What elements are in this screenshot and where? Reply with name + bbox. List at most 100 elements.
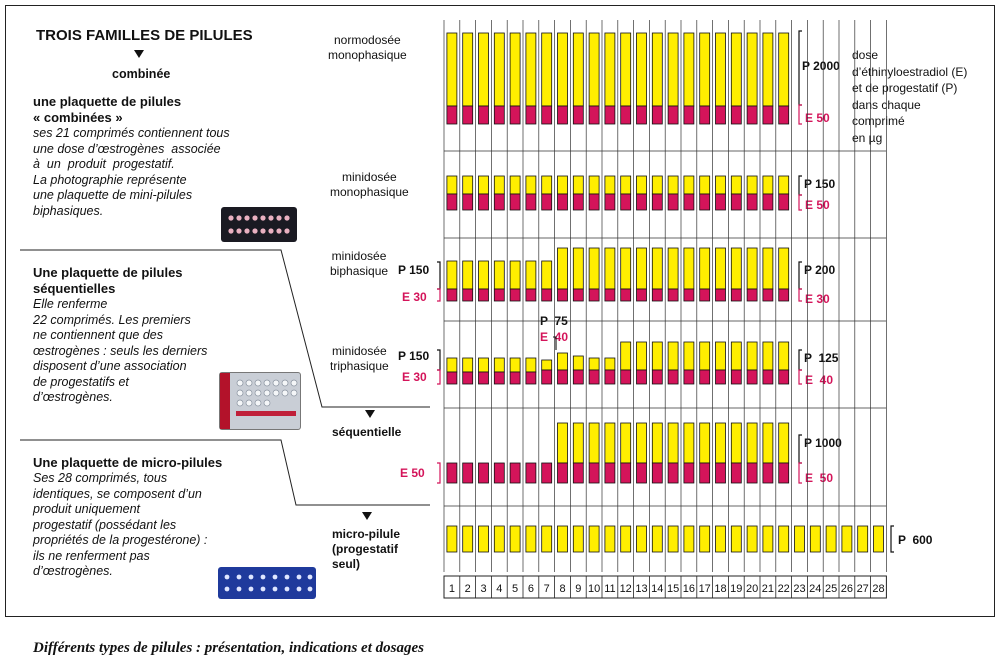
progestatif-bar xyxy=(462,357,474,373)
progestatif-bar xyxy=(572,422,584,464)
day-number: 27 xyxy=(857,583,869,595)
figure-title: TROIS FAMILLES DE PILULES xyxy=(36,27,253,44)
progestatif-bar xyxy=(509,32,521,107)
estrogen-bar xyxy=(588,105,600,125)
estrogen-bar xyxy=(746,193,758,211)
progestatif-bar xyxy=(683,247,695,290)
estrogen-bar xyxy=(636,105,647,125)
progestatif-bar xyxy=(778,422,790,464)
estrogen-bar xyxy=(730,288,742,302)
dose-label-e-left: E 30 xyxy=(402,370,427,384)
progestatif-bar xyxy=(683,525,695,553)
progestatif-bar xyxy=(730,32,742,107)
estrogen-bar xyxy=(636,462,647,484)
progestatif-bar xyxy=(715,525,726,553)
progestatif-bar xyxy=(667,175,679,195)
estrogen-bar xyxy=(588,369,600,385)
progestatif-bar xyxy=(762,32,774,107)
progestatif-bar xyxy=(746,32,758,107)
progestatif-bar xyxy=(778,32,790,107)
combined-description: ses 21 comprimés contiennent tous une do… xyxy=(33,126,230,218)
estrogen-bar xyxy=(699,288,711,302)
day-number: 16 xyxy=(683,583,695,595)
progestatif-bar xyxy=(588,175,600,195)
progestatif-bar xyxy=(604,422,616,464)
progestatif-bar xyxy=(509,260,521,290)
progestatif-bar xyxy=(588,422,600,464)
progestatif-bar xyxy=(683,32,695,107)
day-number: 8 xyxy=(559,583,565,595)
progestatif-bar xyxy=(873,525,884,553)
progestatif-bar xyxy=(746,247,758,290)
estrogen-bar xyxy=(636,369,647,385)
estrogen-bar xyxy=(557,193,568,211)
progestatif-bar xyxy=(715,341,726,371)
estrogen-bar xyxy=(572,193,584,211)
day-number: 24 xyxy=(809,583,821,595)
progestatif-bar xyxy=(683,341,695,371)
estrogen-bar xyxy=(683,369,695,385)
day-number: 22 xyxy=(778,583,790,595)
progestatif-bar xyxy=(478,525,489,553)
sequential-heading: Une plaquette de pilules séquentielles xyxy=(33,265,183,296)
progestatif-bar xyxy=(446,32,458,107)
progestatif-bar xyxy=(715,247,726,290)
bracket xyxy=(798,104,802,125)
progestatif-bar xyxy=(604,175,616,195)
progestatif-bar xyxy=(446,175,458,195)
progestatif-bar xyxy=(636,525,647,553)
estrogen-bar xyxy=(509,371,521,385)
progestatif-bar xyxy=(636,422,647,464)
estrogen-bar xyxy=(478,371,489,385)
estrogen-bar xyxy=(588,288,600,302)
estrogen-bar xyxy=(604,369,616,385)
progestatif-bar xyxy=(588,247,600,290)
estrogen-bar xyxy=(604,288,616,302)
dose-label-p-left: P 150 xyxy=(398,349,430,363)
progestatif-bar xyxy=(572,175,584,195)
day-number: 4 xyxy=(496,583,502,595)
estrogen-bar xyxy=(557,288,568,302)
progestatif-bar xyxy=(762,247,774,290)
estrogen-bar xyxy=(620,288,632,302)
bracket xyxy=(437,261,441,290)
estrogen-bar xyxy=(478,105,489,125)
dose-label-p-right: P 600 xyxy=(898,533,933,547)
bracket xyxy=(798,462,802,484)
estrogen-bar xyxy=(572,462,584,484)
progestatif-bar xyxy=(525,525,537,553)
progestatif-bar xyxy=(778,247,790,290)
sequential-pill-block: Une plaquette de pilules séquentielles E… xyxy=(33,265,263,406)
combined-pill-block: une plaquette de pilules « combinées » s… xyxy=(33,94,263,219)
micropill-description: Ses 28 comprimés, tous identiques, se co… xyxy=(33,471,208,578)
progestatif-bar xyxy=(730,525,742,553)
estrogen-bar xyxy=(778,193,790,211)
bracket xyxy=(437,349,441,371)
estrogen-bar xyxy=(557,462,568,484)
day-number: 7 xyxy=(544,583,550,595)
progestatif-bar xyxy=(493,525,505,553)
progestatif-bar xyxy=(462,32,474,107)
caption: Différents types de pilules : présentati… xyxy=(33,640,424,656)
estrogen-bar xyxy=(572,105,584,125)
progestatif-bar xyxy=(620,422,632,464)
estrogen-bar xyxy=(778,105,790,125)
estrogen-bar xyxy=(699,105,711,125)
progestatif-bar xyxy=(715,422,726,464)
day-number: 9 xyxy=(575,583,581,595)
progestatif-bar xyxy=(762,422,774,464)
micropill-pack-photo xyxy=(218,567,316,599)
estrogen-bar xyxy=(667,288,679,302)
progestatif-bar xyxy=(651,525,663,553)
progestatif-bar xyxy=(604,357,616,371)
estrogen-bar xyxy=(493,462,505,484)
progestatif-bar xyxy=(636,341,647,371)
estrogen-bar xyxy=(651,288,663,302)
estrogen-bar xyxy=(620,369,632,385)
dose-label-e-mid: E 40 xyxy=(540,330,569,344)
arrow-down-icon xyxy=(362,512,372,520)
estrogen-bar xyxy=(683,288,695,302)
progestatif-bar xyxy=(825,525,837,553)
estrogen-bar xyxy=(762,193,774,211)
arrow-down-icon xyxy=(134,50,144,58)
